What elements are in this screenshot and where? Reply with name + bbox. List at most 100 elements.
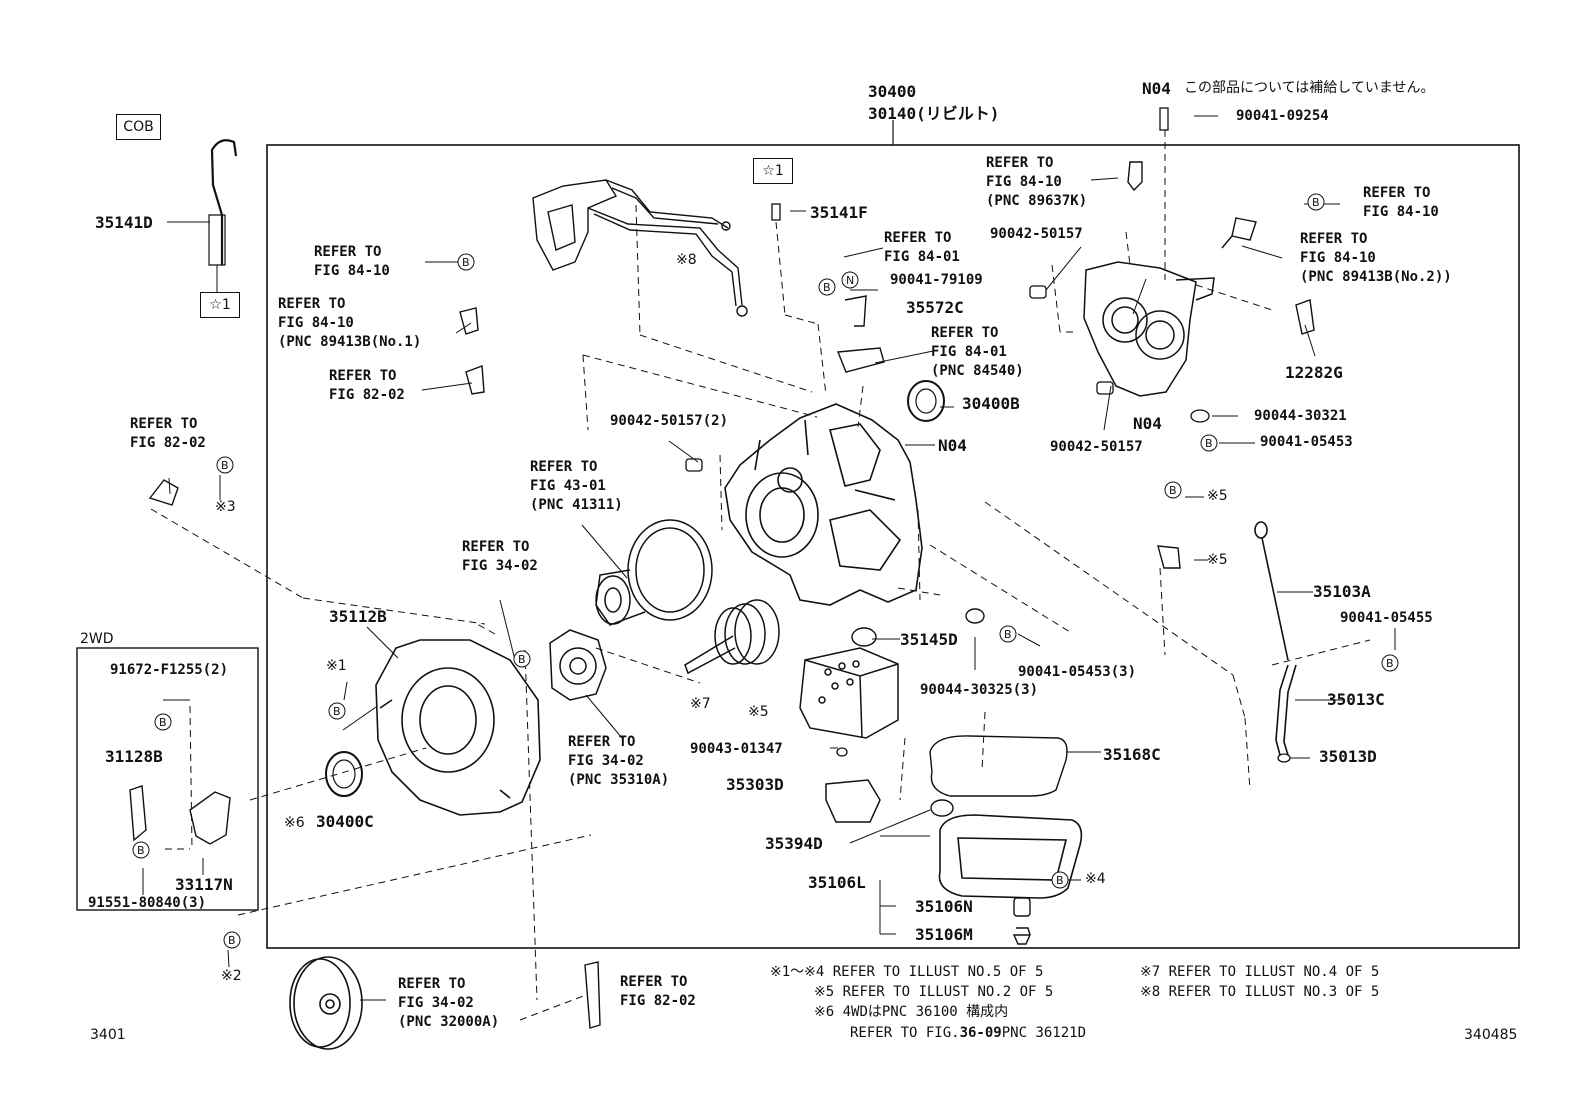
footnote-6-ref: REFER TO FIG.36-09PNC 36121D bbox=[850, 1025, 1087, 1041]
b-letter: B bbox=[333, 705, 341, 718]
note-mark-5-a: ※5 bbox=[1207, 488, 1228, 504]
part-90043-01347[interactable]: 90043-01347 bbox=[690, 741, 783, 757]
oil-pump bbox=[549, 629, 607, 701]
lever-31128b bbox=[129, 785, 147, 842]
note-mark-6: ※6 bbox=[284, 815, 305, 831]
torque-converter bbox=[289, 956, 363, 1050]
seal-30400b bbox=[907, 380, 945, 422]
note-mark-8: ※8 bbox=[676, 252, 697, 268]
part-35303d[interactable]: 35303D bbox=[726, 775, 784, 794]
part-35168c[interactable]: 35168C bbox=[1103, 745, 1161, 764]
b-letter: B bbox=[228, 934, 236, 947]
2wd-frame bbox=[76, 647, 259, 911]
note-mark-1: ※1 bbox=[326, 658, 347, 674]
transaxle-case bbox=[724, 403, 923, 606]
part-35141f[interactable]: 35141F bbox=[810, 203, 868, 222]
assembly-number: 30400 bbox=[868, 82, 917, 101]
part-90041-05453[interactable]: 90041-05453 bbox=[1260, 434, 1353, 450]
part-35394d[interactable]: 35394D bbox=[765, 834, 823, 853]
part-90044-30321[interactable]: 90044-30321 bbox=[1254, 408, 1347, 424]
part-91672-f1255[interactable]: 91672-F1255(2) bbox=[110, 662, 229, 678]
cob-label: COB bbox=[116, 114, 161, 140]
strainer bbox=[825, 779, 881, 823]
part-12282g[interactable]: 12282G bbox=[1285, 363, 1343, 382]
gasket bbox=[929, 735, 1068, 797]
b-letter: B bbox=[1169, 484, 1177, 497]
part-35572c[interactable]: 35572C bbox=[906, 298, 964, 317]
hose-35141d bbox=[210, 139, 238, 265]
part-30400b[interactable]: 30400B bbox=[962, 394, 1020, 413]
part-35141d[interactable]: 35141D bbox=[95, 213, 153, 232]
n-letter: N bbox=[846, 274, 855, 287]
part-35103a[interactable]: 35103A bbox=[1313, 582, 1371, 601]
b-letter: B bbox=[137, 844, 145, 857]
note-mark-5-b: ※5 bbox=[1207, 552, 1228, 568]
page-number-right: 340485 bbox=[1464, 1027, 1518, 1043]
b-letter: B bbox=[1386, 657, 1394, 670]
gear-shaft bbox=[684, 599, 780, 675]
part-90042-50157-2[interactable]: 90042-50157(2) bbox=[610, 413, 729, 429]
b-letter: B bbox=[159, 716, 167, 729]
star1-label-center: ☆1 bbox=[753, 158, 793, 184]
part-n04-right[interactable]: N04 bbox=[1133, 414, 1162, 433]
page-number-left: 3401 bbox=[90, 1027, 126, 1043]
part-91551-80840[interactable]: 91551-80840(3) bbox=[88, 895, 207, 911]
dipstick bbox=[1254, 521, 1297, 756]
n04-note: この部品については補給していません。 bbox=[1184, 80, 1435, 96]
n04-label: N04 bbox=[1142, 79, 1171, 98]
valve-body bbox=[799, 647, 899, 739]
footnote-8: ※8 REFER TO ILLUST NO.3 OF 5 bbox=[1140, 984, 1380, 1000]
sensor-33117n bbox=[189, 791, 231, 845]
part-30400c[interactable]: 30400C bbox=[316, 812, 374, 831]
footnote-5: ※5 REFER TO ILLUST NO.2 OF 5 bbox=[814, 984, 1054, 1000]
footnote-6: ※6 4WDはPNC 36100 構成内 bbox=[814, 1004, 1009, 1020]
part-35013d[interactable]: 35013D bbox=[1319, 747, 1377, 766]
wire-harness bbox=[532, 179, 748, 317]
b-letter: B bbox=[221, 459, 229, 472]
b-letter: B bbox=[518, 653, 526, 666]
note-mark-4: ※4 bbox=[1085, 871, 1106, 887]
b-letter: B bbox=[1312, 196, 1320, 209]
footnote-7: ※7 REFER TO ILLUST NO.4 OF 5 bbox=[1140, 964, 1380, 980]
part-90044-30325-3[interactable]: 90044-30325(3) bbox=[920, 682, 1039, 698]
footnote-1-4: ※1～※4 REFER TO ILLUST NO.5 OF 5 bbox=[770, 964, 1044, 980]
note-mark-2: ※2 bbox=[221, 968, 242, 984]
note-mark-3: ※3 bbox=[215, 499, 236, 515]
part-90042-50157-top[interactable]: 90042-50157 bbox=[990, 226, 1083, 242]
seal-30400c bbox=[325, 751, 363, 797]
part-90041-09254[interactable]: 90041-09254 bbox=[1236, 108, 1329, 124]
b-letter: B bbox=[1004, 628, 1012, 641]
b-letter: B bbox=[1205, 437, 1213, 450]
part-31128b[interactable]: 31128B bbox=[105, 747, 163, 766]
part-35106n[interactable]: 35106N bbox=[915, 897, 973, 916]
part-35106m[interactable]: 35106M bbox=[915, 925, 973, 944]
part-33117n[interactable]: 33117N bbox=[175, 875, 233, 894]
part-35112b[interactable]: 35112B bbox=[329, 607, 387, 626]
b-letter: B bbox=[823, 281, 831, 294]
part-90041-05453-3[interactable]: 90041-05453(3) bbox=[1018, 664, 1137, 680]
part-35013c[interactable]: 35013C bbox=[1327, 690, 1385, 709]
part-90041-79109[interactable]: 90041-79109 bbox=[890, 272, 983, 288]
part-35145d[interactable]: 35145D bbox=[900, 630, 958, 649]
part-35106l[interactable]: 35106L bbox=[808, 873, 866, 892]
part-90041-05455[interactable]: 90041-05455 bbox=[1340, 610, 1433, 626]
2wd-label: 2WD bbox=[80, 631, 114, 647]
part-n04-center[interactable]: N04 bbox=[938, 436, 967, 455]
differential bbox=[595, 519, 713, 626]
part-90042-50157-right[interactable]: 90042-50157 bbox=[1050, 439, 1143, 455]
